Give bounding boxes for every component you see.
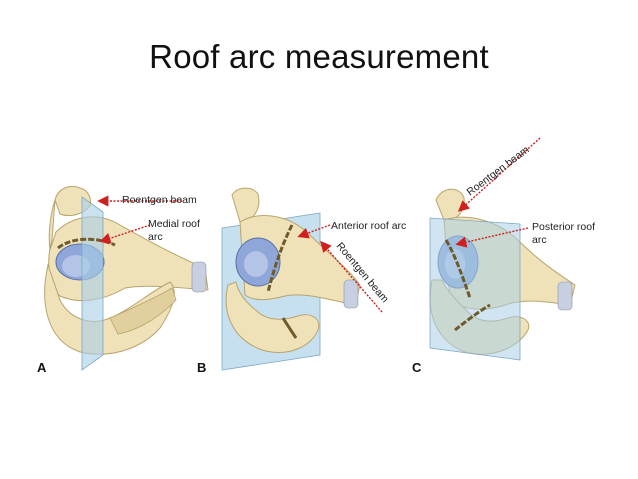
anterior-roof-label: Anterior roof arc [331,220,406,232]
panel-letter-c: C [412,360,422,375]
posterior-roof-arc-line [444,239,472,299]
slide-title: Roof arc measurement [149,38,489,75]
panel-c: Roentgen beam Posterior roof arc C [412,137,595,375]
panel-a: Roentgen beam Medial roof arc A [37,186,209,375]
medial-roof-arrow [99,224,151,244]
panel-letter-a: A [37,360,47,375]
femur-shape [435,188,465,221]
x-ray-plane [429,217,521,361]
roentgen-beam-arrow-c [457,137,541,212]
medial-roof-arc-line [57,237,116,250]
x-ray-plane [81,196,104,371]
posterior-roof-label-arc: arc [532,234,547,246]
panel-letter-b: B [197,360,206,375]
anterior-roof-arrow [297,224,331,239]
panel-b: Anterior roof arc Roentgen beam B [197,187,406,375]
medial-roof-label-arc: arc [148,231,163,243]
medial-roof-label: Medial roof [148,218,200,230]
posterior-roof-arrow [455,227,529,248]
roentgen-beam-arrow-b [320,240,383,313]
anterior-roof-arc-line [266,224,294,293]
roentgen-beam-label-a: Roentgen beam [122,194,197,206]
posterior-roof-label: Posterior roof [532,221,595,233]
roentgen-beam-label-c: Roentgen beam [465,144,532,199]
